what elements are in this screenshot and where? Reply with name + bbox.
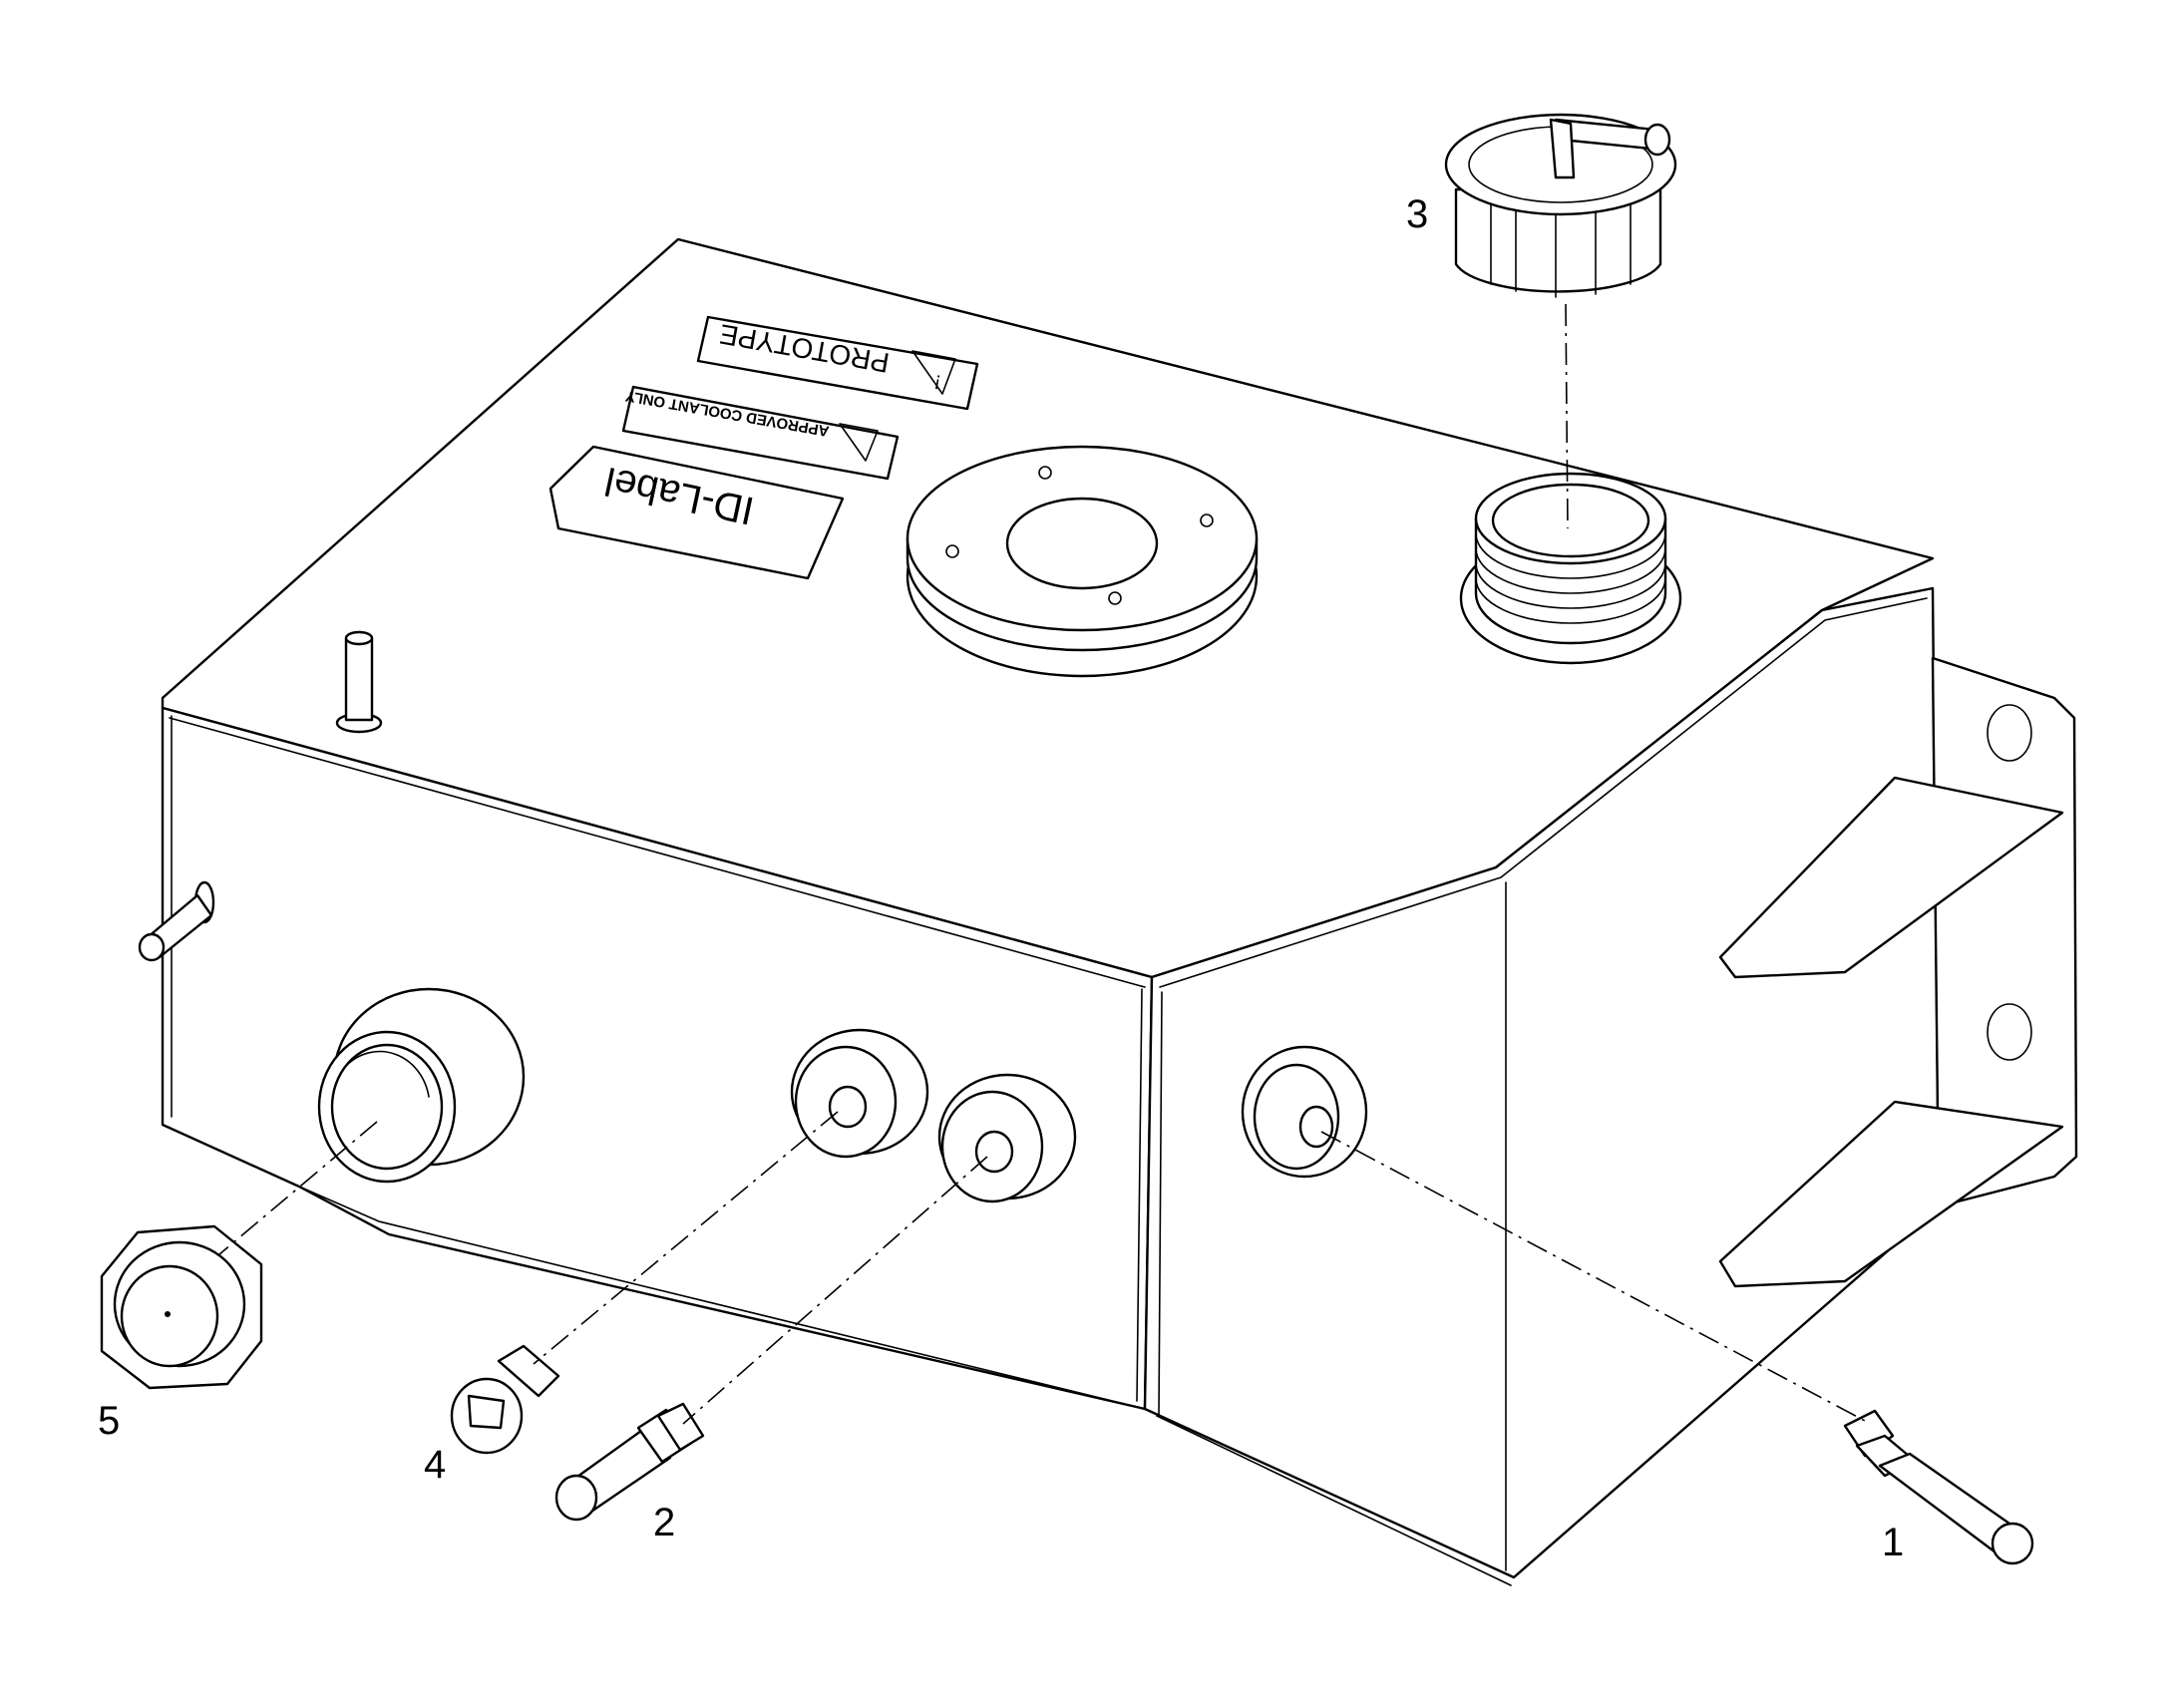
callout-3: 3 (1406, 192, 1428, 236)
tank-body (161, 237, 1941, 1586)
pressure-cap (1444, 113, 1677, 298)
vent-pin-side (138, 880, 215, 962)
pump-mount-flange (906, 445, 1259, 678)
leader-line-3 (1565, 303, 1569, 529)
callout-2: 2 (653, 1501, 675, 1544)
callout-4: 4 (424, 1443, 446, 1487)
callout-5: 5 (98, 1399, 120, 1443)
hose-barb-angled (1843, 1409, 2034, 1565)
callouts: 1 2 3 4 5 (98, 192, 1904, 1564)
mounting-bracket (1718, 656, 2078, 1288)
vent-pin-top (335, 630, 383, 734)
callout-1: 1 (1882, 1521, 1904, 1564)
port-fitting-2 (937, 1073, 1077, 1203)
filler-neck (1459, 472, 1682, 665)
sight-glass (100, 1224, 263, 1390)
hose-barb-fitting (554, 1402, 705, 1522)
leader-line-1 (1320, 1131, 1866, 1422)
decal-prototype: ! PROTOTYPE (696, 315, 979, 411)
bracket-rib-lower (1718, 1100, 2064, 1288)
bracket-rib-upper (1718, 776, 2064, 979)
decal-warning-mark: ! (933, 370, 942, 393)
leader-line-4 (533, 1111, 839, 1365)
sight-glass-port (317, 987, 526, 1184)
leader-line-5 (218, 1121, 378, 1255)
hex-socket-plug (450, 1344, 560, 1455)
leader-lines (218, 303, 1866, 1425)
port-plug-4 (790, 1028, 929, 1159)
port-fitting-1 (1241, 1045, 1368, 1179)
leader-line-2 (682, 1156, 988, 1425)
